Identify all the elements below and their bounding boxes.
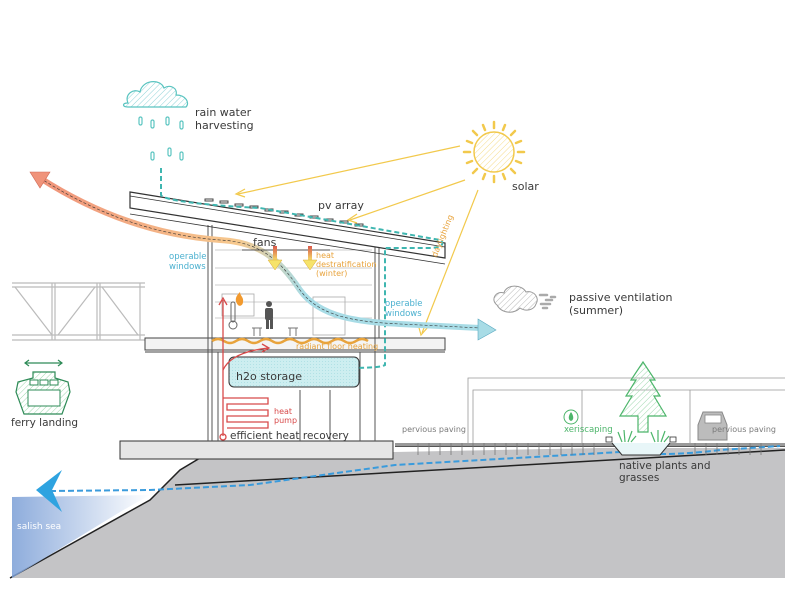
flame-icon xyxy=(235,292,244,306)
person-icon xyxy=(265,301,273,329)
radiant-floor-heating xyxy=(211,337,369,345)
heat-destratification-line-2: destratification xyxy=(316,260,377,270)
car-icon xyxy=(697,411,728,441)
passive-ventilation-line-1: passive ventilation xyxy=(569,291,673,304)
passive-ventilation-label: passive ventilation (summer) xyxy=(569,291,673,317)
fans-label: fans xyxy=(253,236,277,249)
sun-icon xyxy=(462,120,526,184)
rainwater-line-1: rain water xyxy=(195,106,252,119)
salish-sea xyxy=(12,495,150,578)
rainwater-label: rain water harvesting xyxy=(195,106,254,132)
heat-destratification-line-1: heat xyxy=(316,251,335,260)
passive-ventilation-line-2: (summer) xyxy=(569,303,624,317)
salish-sea-label: salish sea xyxy=(17,522,62,532)
native-plants-line-1: native plants and xyxy=(619,460,711,472)
tree-icon xyxy=(618,360,668,433)
rainwater-line-2: harvesting xyxy=(195,118,254,132)
pervious-paving-right-label: pervious paving xyxy=(712,425,777,434)
h2o-storage-label: h2o storage xyxy=(236,370,302,383)
heat-pump-line-1: heat xyxy=(274,407,293,416)
wind-cloud-icon xyxy=(493,285,557,313)
heat-destratification-line-3: (winter) xyxy=(316,269,348,279)
water-drop-icon xyxy=(563,409,579,425)
rainwater-flow-line xyxy=(160,168,444,369)
operable-windows-right-line-1: operable xyxy=(385,299,423,309)
tables xyxy=(252,327,298,336)
h2o-storage-tank xyxy=(228,356,360,388)
xeriscaping-label: xeriscaping xyxy=(564,425,613,435)
background-structure xyxy=(467,377,785,443)
pv-array-label: pv array xyxy=(318,199,364,212)
operable-windows-right-label: operable windows xyxy=(385,299,423,320)
building-floor xyxy=(144,337,446,353)
bioswale xyxy=(611,442,671,456)
thermometer-icon xyxy=(228,301,238,330)
ferry-icon xyxy=(15,359,71,415)
grass-icons xyxy=(617,429,670,443)
heat-pump-coil xyxy=(218,296,271,441)
efficient-heat-recovery-label: efficient heat recovery xyxy=(230,430,349,442)
heat-destratification-label: heat destratification (winter) xyxy=(316,251,377,279)
operable-windows-left-label: operable windows xyxy=(169,252,207,273)
native-plants-label: native plants and grasses xyxy=(619,460,711,484)
bridge-truss xyxy=(12,282,145,341)
heat-pump-line-2: pump xyxy=(274,416,298,426)
solar-label: solar xyxy=(512,180,539,193)
roof xyxy=(129,191,446,265)
ferry-landing-label: ferry landing xyxy=(11,417,79,429)
native-plants-line-2: grasses xyxy=(619,472,660,485)
heat-pump-label: heat pump xyxy=(274,407,297,425)
operable-windows-right-line-2: windows xyxy=(385,308,422,319)
ground-section xyxy=(9,443,786,579)
warm-air-arrowhead xyxy=(29,171,51,189)
pervious-paving-arrows xyxy=(417,443,762,455)
operable-windows-left-line-1: operable xyxy=(169,252,207,262)
pervious-paving-left-label: pervious paving xyxy=(402,425,467,434)
radiant-floor-heating-label: radiant floor heating xyxy=(296,342,379,351)
rain-cloud-icon xyxy=(122,81,189,161)
foundation-slab xyxy=(119,440,394,460)
sea-flow-arrowhead xyxy=(36,470,62,512)
cool-air-arrowhead xyxy=(477,318,497,341)
operable-windows-left-line-2: windows xyxy=(169,261,206,272)
fan-arrows xyxy=(242,246,330,271)
